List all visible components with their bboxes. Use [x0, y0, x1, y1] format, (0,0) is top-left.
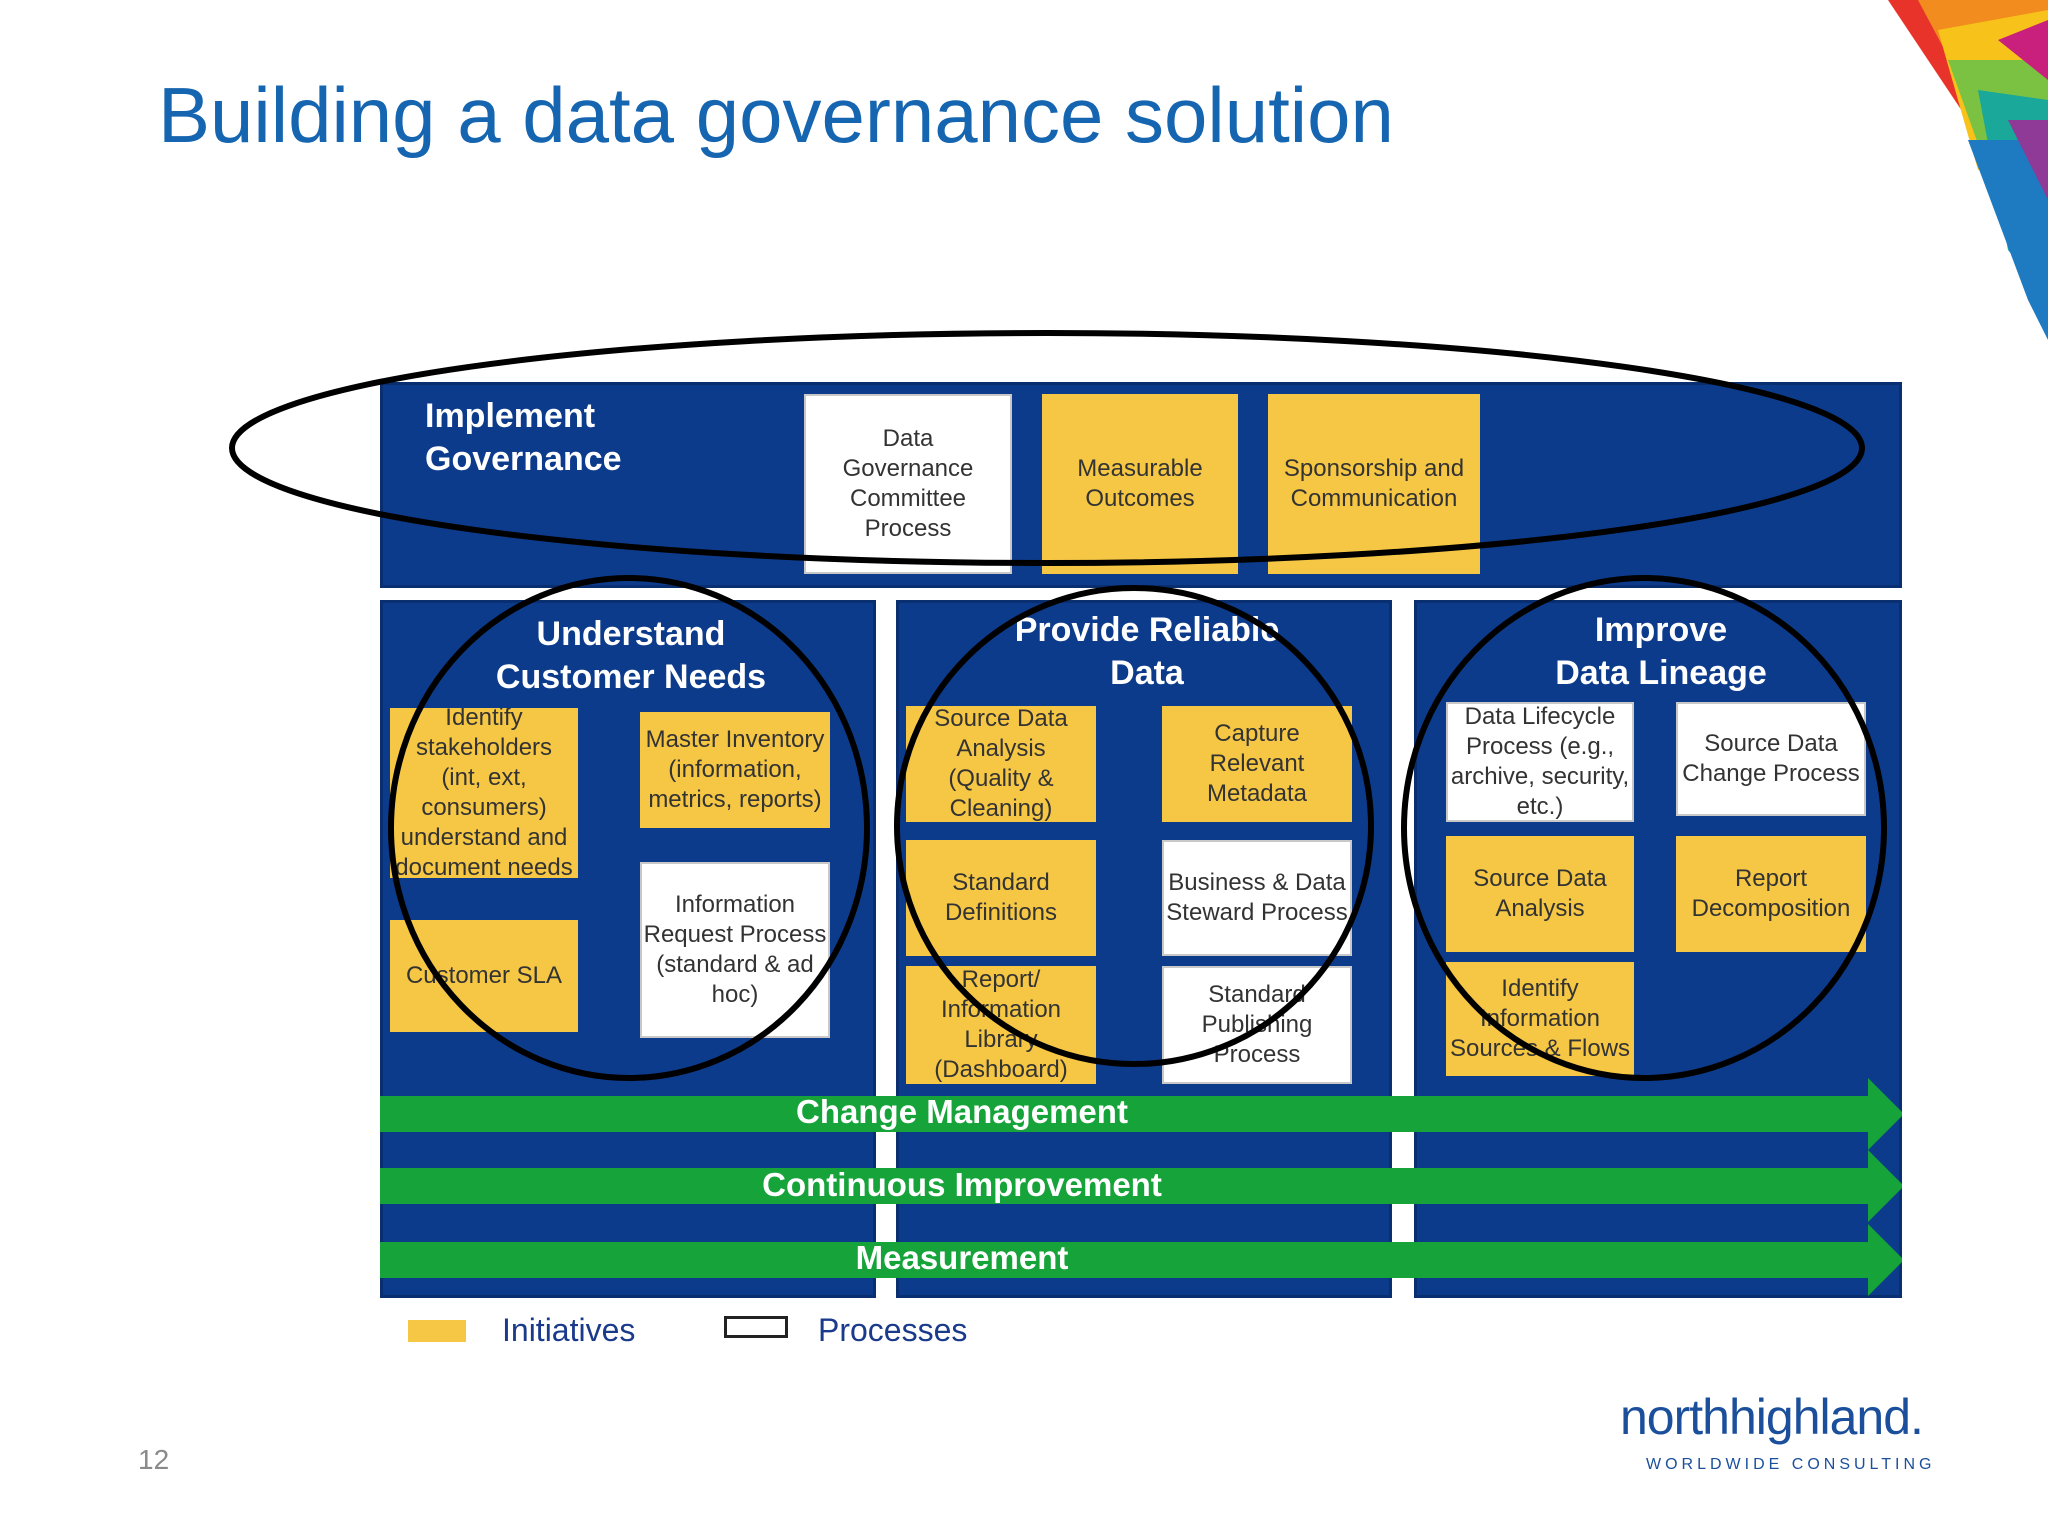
- data-lifecycle-process-box: Data Lifecycle Process (e.g., archive, s…: [1446, 702, 1634, 822]
- sponsorship-communication-box: Sponsorship and Communication: [1268, 394, 1480, 574]
- report-decomposition-box: Report Decomposition: [1676, 836, 1866, 952]
- source-data-change-process-box: Source Data Change Process: [1676, 702, 1866, 816]
- page-title: Building a data governance solution: [158, 71, 1394, 159]
- continuous-improvement-arrow: [380, 1150, 1902, 1222]
- provide-reliable-data-title: Provide Reliable Data: [1014, 611, 1280, 692]
- information-request-process-box: Information Request Process (standard & …: [640, 862, 830, 1038]
- improve-data-lineage-title: Improve Data Lineage: [1555, 611, 1767, 692]
- legend-processes-label: Processes: [818, 1312, 968, 1348]
- change-management-arrow: [380, 1078, 1902, 1150]
- continuous-improvement-label: Continuous Improvement: [762, 1166, 1162, 1203]
- decorative-corner-graphic: [1888, 0, 2048, 340]
- implement-governance-title: Implement Governance: [425, 397, 622, 478]
- source-data-analysis-box: Source Data Analysis: [1446, 836, 1634, 952]
- customer-sla-box: Customer SLA: [390, 920, 578, 1032]
- governance-emphasis-ellipse: [229, 330, 1865, 566]
- business-data-steward-process-box: Business & Data Steward Process: [1162, 840, 1352, 956]
- understand-customer-needs-title: Understand Customer Needs: [495, 615, 767, 696]
- customer-needs-emphasis-circle: [388, 575, 870, 1081]
- legend-initiatives-label: Initiatives: [502, 1312, 636, 1348]
- change-management-label: Change Management: [796, 1093, 1128, 1130]
- arrows-layer: [380, 1078, 1902, 1296]
- measurable-outcomes-box: Measurable Outcomes: [1042, 394, 1238, 574]
- legend-initiative-swatch: [408, 1320, 466, 1342]
- measurement-arrow: [380, 1224, 1902, 1296]
- master-inventory-box: Master Inventory (information, metrics, …: [640, 712, 830, 828]
- standard-definitions-box: Standard Definitions: [906, 840, 1096, 956]
- governance-diagram: Implement Governance Data Governance Com…: [192, 178, 1902, 1418]
- data-lineage-emphasis-circle: [1401, 575, 1887, 1081]
- source-data-analysis-quality-box: Source Data Analysis (Quality & Cleaning…: [906, 706, 1096, 822]
- standard-publishing-process-box: Standard Publishing Process: [1162, 966, 1352, 1084]
- measurement-label: Measurement: [855, 1239, 1069, 1276]
- logo-tagline: WORLDWIDE CONSULTING: [1646, 1456, 1936, 1473]
- reliable-data-emphasis-circle: [894, 585, 1374, 1067]
- identify-stakeholders-box: Identify stakeholders (int, ext, consume…: [390, 708, 578, 878]
- legend-process-swatch: [724, 1316, 788, 1338]
- identify-information-sources-box: Identify Information Sources & Flows: [1446, 962, 1634, 1076]
- capture-relevant-metadata-box: Capture Relevant Metadata: [1162, 706, 1352, 822]
- emphasis-ellipses-layer: [229, 330, 1887, 1081]
- data-governance-committee-process-box: Data Governance Committee Process: [804, 394, 1012, 574]
- northhighland-logo: northhighland.: [1620, 1389, 1924, 1445]
- page-number: 12: [138, 1444, 170, 1475]
